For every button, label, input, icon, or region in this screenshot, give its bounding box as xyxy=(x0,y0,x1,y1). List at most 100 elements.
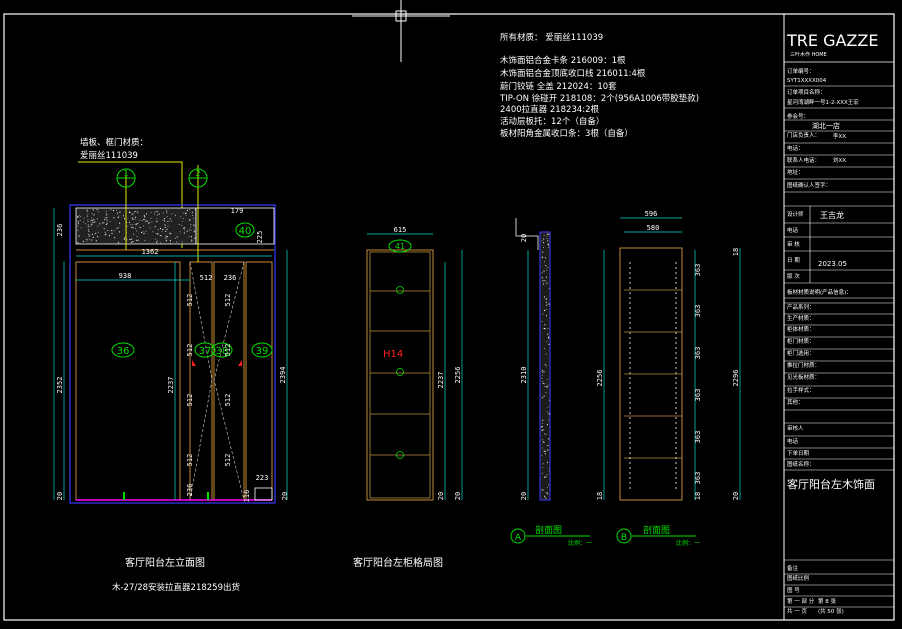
bubble-36: 36 xyxy=(111,342,135,358)
svg-text:拉手样式：: 拉手样式： xyxy=(787,386,815,394)
texture-dot xyxy=(156,240,158,242)
texture-dot xyxy=(165,237,167,239)
texture-dot xyxy=(87,219,89,221)
texture-dot xyxy=(112,210,114,211)
texture-dot xyxy=(132,227,134,229)
texture-dot xyxy=(547,240,549,242)
cabinet-marker: H14 xyxy=(383,349,403,360)
texture-dot xyxy=(542,251,544,253)
svg-text:512: 512 xyxy=(224,344,232,357)
texture-dot xyxy=(154,213,155,215)
texture-dot xyxy=(543,328,545,329)
svg-text:580: 580 xyxy=(647,224,660,232)
texture-dot xyxy=(97,236,99,238)
texture-dot xyxy=(93,219,95,221)
texture-dot xyxy=(137,223,139,225)
texture-dot xyxy=(179,231,181,233)
texture-dot xyxy=(104,219,105,221)
svg-text:设计师: 设计师 xyxy=(787,210,804,218)
texture-dot xyxy=(546,449,548,451)
texture-dot xyxy=(132,224,134,225)
svg-text:门店负责人：: 门店负责人： xyxy=(787,131,820,139)
svg-text:审 核: 审 核 xyxy=(787,240,800,248)
drawing-name: 客厅阳台左木饰面 xyxy=(787,477,875,491)
texture-dot xyxy=(548,246,550,248)
svg-text:联系人电话：: 联系人电话： xyxy=(787,156,820,164)
texture-dot xyxy=(85,223,87,225)
texture-dot xyxy=(543,283,545,285)
texture-dot xyxy=(106,219,108,221)
texture-dot xyxy=(93,221,95,223)
left-elevation xyxy=(69,165,276,504)
svg-text:李XX: 李XX xyxy=(833,132,846,140)
texture-dot xyxy=(544,324,546,326)
svg-text:2256: 2256 xyxy=(596,370,604,387)
texture-dot xyxy=(87,224,89,226)
texture-dot xyxy=(541,377,543,379)
brand-sub: 三叶木作 HOME xyxy=(790,51,827,58)
texture-dot xyxy=(105,210,107,212)
texture-dot xyxy=(152,231,154,233)
texture-dot xyxy=(143,215,145,217)
texture-dot xyxy=(548,337,550,339)
texture-dot xyxy=(91,222,93,224)
svg-text:2023.05: 2023.05 xyxy=(818,260,847,268)
svg-text:596: 596 xyxy=(645,210,658,218)
texture-dot xyxy=(135,210,137,212)
texture-dot xyxy=(151,221,153,223)
texture-dot xyxy=(543,395,545,397)
texture-dot xyxy=(544,433,545,435)
texture-dot xyxy=(541,370,543,372)
texture-dot xyxy=(547,333,549,335)
texture-dot xyxy=(548,233,550,235)
texture-dot xyxy=(144,218,146,220)
texture-dot xyxy=(546,238,548,240)
texture-dot xyxy=(544,328,546,330)
texture-dot xyxy=(94,214,95,215)
texture-dot xyxy=(103,222,105,224)
texture-dot xyxy=(548,343,550,345)
texture-dot xyxy=(541,454,543,456)
texture-dot xyxy=(132,213,134,215)
texture-dot xyxy=(549,399,550,401)
texture-dot xyxy=(143,219,145,220)
svg-text:生产材质：: 生产材质： xyxy=(787,314,815,322)
texture-dot xyxy=(111,230,113,232)
texture-dot xyxy=(166,212,168,214)
texture-dot xyxy=(77,221,79,223)
texture-dot xyxy=(544,383,546,385)
svg-text:电话: 电话 xyxy=(787,226,799,234)
svg-text:938: 938 xyxy=(119,272,132,280)
texture-dot xyxy=(116,227,118,229)
texture-dot xyxy=(170,233,172,235)
svg-text:订单编号：: 订单编号： xyxy=(787,67,815,75)
granite-texture xyxy=(77,209,196,244)
texture-dot xyxy=(135,224,137,226)
svg-text:512: 512 xyxy=(186,344,194,357)
texture-dot xyxy=(546,487,548,489)
texture-dot xyxy=(105,233,107,235)
svg-text:图 号: 图 号 xyxy=(787,586,800,594)
texture-dot xyxy=(164,218,165,220)
texture-dot xyxy=(545,257,547,259)
texture-dot xyxy=(169,232,170,234)
texture-dot xyxy=(133,233,135,235)
texture-dot xyxy=(154,238,156,240)
texture-dot xyxy=(88,230,90,232)
texture-dot xyxy=(191,240,193,242)
texture-dot xyxy=(546,411,548,413)
texture-dot xyxy=(86,238,88,240)
texture-dot xyxy=(185,214,187,216)
texture-dot xyxy=(142,231,144,233)
svg-text:其他：: 其他： xyxy=(787,398,804,406)
texture-dot xyxy=(166,209,167,211)
svg-text:36: 36 xyxy=(117,346,130,357)
texture-dot xyxy=(160,242,162,244)
texture-dot xyxy=(128,221,130,223)
texture-dot xyxy=(543,270,545,272)
svg-text:A: A xyxy=(515,533,522,543)
texture-dot xyxy=(542,382,544,384)
texture-dot xyxy=(77,225,78,227)
texture-dot xyxy=(546,424,548,426)
texture-dot xyxy=(109,221,111,222)
